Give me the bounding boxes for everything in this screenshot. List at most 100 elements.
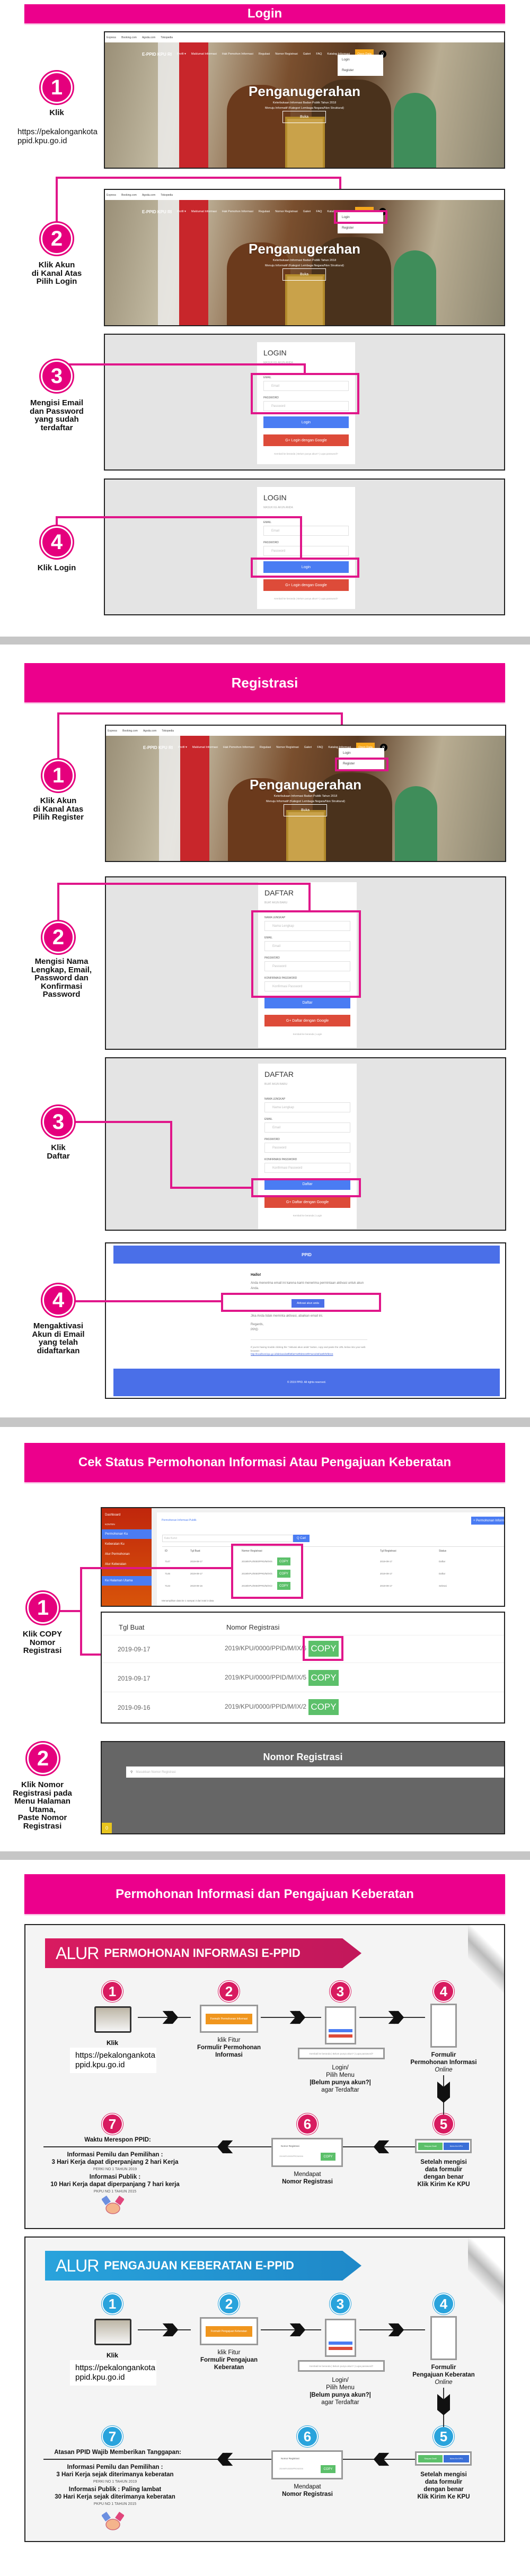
- google-register-button[interactable]: G+ Daftar dengan Google: [264, 1015, 350, 1026]
- sidebar-item[interactable]: Ke Halaman Utama: [102, 1576, 152, 1586]
- bookmark[interactable]: Express: [107, 193, 117, 197]
- nav-item[interactable]: Regulasi: [259, 746, 271, 749]
- site-logo[interactable]: E-PPID KPU RI: [143, 745, 173, 750]
- bookmark[interactable]: Booking.com: [122, 729, 138, 733]
- sidebar: [102, 1508, 152, 1606]
- password-input[interactable]: Password: [263, 546, 349, 556]
- site-logo[interactable]: E-PPID KPU RI: [142, 209, 172, 214]
- bookmark[interactable]: Agoda.com: [143, 729, 157, 733]
- password-input[interactable]: Password: [264, 961, 350, 971]
- table-cell: 2019-09-16: [190, 1585, 203, 1587]
- google-register-button[interactable]: G+ Daftar dengan Google: [264, 1196, 350, 1208]
- sidebar-item[interactable]: Dashboard: [105, 1513, 121, 1517]
- confirm-password-input[interactable]: Konfirmasi Password: [264, 981, 350, 991]
- table-cell: 2019-09-16: [118, 1704, 151, 1711]
- new-permohonan-button[interactable]: + Permohonan Informasi: [471, 1517, 504, 1525]
- nav-item[interactable]: Galeri: [303, 53, 311, 56]
- nav-item[interactable]: Katalog Informasi: [327, 53, 350, 56]
- nav-item[interactable]: Profil ▾: [177, 53, 186, 56]
- bookmark[interactable]: Tokopedia: [161, 36, 173, 39]
- login-button[interactable]: Login: [263, 416, 349, 428]
- copy-button[interactable]: COPY: [308, 1670, 339, 1686]
- sidebar-item[interactable]: Alur Permohonan: [105, 1553, 130, 1556]
- bookmark[interactable]: Tokopedia: [162, 729, 174, 733]
- nav-item[interactable]: Hak Pemohon Informasi: [222, 210, 253, 213]
- sidebar-item: KONTEN: [105, 1522, 115, 1526]
- bookmark[interactable]: Agoda.com: [142, 36, 156, 39]
- nav-item[interactable]: Hak Pemohon Informasi: [222, 53, 253, 56]
- dropdown-register[interactable]: Register: [343, 762, 355, 765]
- bookmark[interactable]: Booking.com: [121, 193, 137, 197]
- nav-item[interactable]: Maklumat Informasi: [191, 53, 217, 56]
- dropdown-login[interactable]: Login: [343, 752, 351, 755]
- table-cell: 2019-09-17: [380, 1560, 393, 1563]
- step-number-4: 4: [42, 1284, 74, 1316]
- nav-item[interactable]: FAQ: [317, 746, 323, 749]
- dropdown-register[interactable]: Register: [342, 69, 354, 72]
- nomor-registrasi-input[interactable]: ⚲Masukkan Nomor Registrasi: [126, 1766, 504, 1778]
- activate-account-button[interactable]: Aktivasi akun anda: [292, 1299, 324, 1308]
- nav-item[interactable]: Profil ▾: [177, 210, 186, 213]
- copy-button[interactable]: COPY: [277, 1557, 290, 1565]
- dropdown-register[interactable]: Register: [342, 227, 354, 230]
- name-input[interactable]: Nama Lengkap: [264, 1102, 350, 1112]
- nav-item[interactable]: Profil ▾: [178, 746, 187, 749]
- bookmark[interactable]: Express: [107, 36, 117, 39]
- nav-item[interactable]: Nomor Registrasi: [276, 746, 299, 749]
- bookmark[interactable]: Agoda.com: [142, 193, 156, 197]
- name-input[interactable]: Nama Lengkap: [264, 921, 350, 931]
- email-input[interactable]: Email: [263, 526, 349, 536]
- search-button[interactable]: Q Cari: [293, 1535, 310, 1542]
- daftar-button[interactable]: Daftar: [264, 997, 350, 1008]
- email-input[interactable]: Email: [264, 941, 350, 951]
- sidebar-item[interactable]: Keberatan Ku: [105, 1543, 125, 1546]
- site-logo[interactable]: E-PPID KPU RI: [142, 51, 172, 57]
- password-input[interactable]: Password: [264, 1143, 350, 1153]
- card-footer-links[interactable]: Kembali ke beranda | Belum punya akun? |…: [274, 597, 338, 600]
- nav-item[interactable]: Regulasi: [258, 210, 270, 213]
- nav-item[interactable]: Regulasi: [258, 53, 270, 56]
- nav-item[interactable]: Nomor Registrasi: [275, 53, 298, 56]
- copy-button[interactable]: COPY: [277, 1570, 290, 1578]
- nav-item[interactable]: Nomor Registrasi: [275, 210, 298, 213]
- nav-item[interactable]: Hak Pemohon Informasi: [223, 746, 254, 749]
- login-button[interactable]: Login: [263, 561, 349, 573]
- password-input[interactable]: Password: [263, 401, 349, 411]
- email-input[interactable]: Email: [264, 1122, 350, 1133]
- card-footer-links[interactable]: Kembali ke beranda | Login: [293, 1214, 322, 1217]
- copy-button[interactable]: COPY: [308, 1699, 339, 1715]
- nav-item[interactable]: Galeri: [303, 210, 311, 213]
- search-input[interactable]: Kata Kunci: [162, 1535, 293, 1542]
- bookmark[interactable]: Tokopedia: [161, 193, 173, 197]
- card-subtitle: BUAT AKUN BARU: [264, 1083, 288, 1086]
- bookmark[interactable]: Booking.com: [121, 36, 137, 39]
- nav-item[interactable]: Maklumat Informasi: [191, 210, 217, 213]
- nav-item[interactable]: Galeri: [304, 746, 312, 749]
- bookmark[interactable]: Express: [108, 729, 118, 733]
- activation-link[interactable]: http://localhost.kpu.go.id/aktivasi/a9fb…: [251, 1353, 333, 1355]
- dropdown-login[interactable]: Login: [342, 216, 350, 219]
- copy-button[interactable]: COPY: [308, 1641, 339, 1657]
- daftar-button[interactable]: Daftar: [264, 1178, 350, 1190]
- email-input[interactable]: Email: [263, 381, 349, 391]
- hero-buka-button[interactable]: Buka: [282, 268, 326, 281]
- google-login-button[interactable]: G+ Login dengan Google: [263, 579, 349, 591]
- badge[interactable]: 0: [102, 1823, 112, 1833]
- sidebar-item[interactable]: Alur Keberatan: [105, 1563, 127, 1566]
- hero-buka-button[interactable]: Buka: [282, 111, 326, 123]
- card-footer-links[interactable]: Kembali ke beranda | Belum punya akun? |…: [274, 452, 338, 455]
- nav-item[interactable]: FAQ: [316, 210, 322, 213]
- copy-button[interactable]: COPY: [277, 1582, 290, 1590]
- google-login-button[interactable]: G+ Login dengan Google: [263, 434, 349, 446]
- card-footer-links[interactable]: Kembali ke beranda | Login: [293, 1033, 322, 1035]
- section-divider: [0, 1417, 530, 1427]
- sidebar-item[interactable]: Permohonan Ku: [102, 1529, 152, 1539]
- nav-item[interactable]: FAQ: [316, 53, 322, 56]
- nav-item[interactable]: Katalog Informasi: [328, 746, 351, 749]
- table-cell: Daftar: [439, 1572, 446, 1575]
- nav-item[interactable]: Maklumat Informasi: [192, 746, 218, 749]
- confirm-password-input[interactable]: Konfirmasi Password: [264, 1163, 350, 1173]
- dropdown-login[interactable]: Login: [342, 58, 350, 62]
- hero-buka-button[interactable]: Buka: [284, 804, 327, 816]
